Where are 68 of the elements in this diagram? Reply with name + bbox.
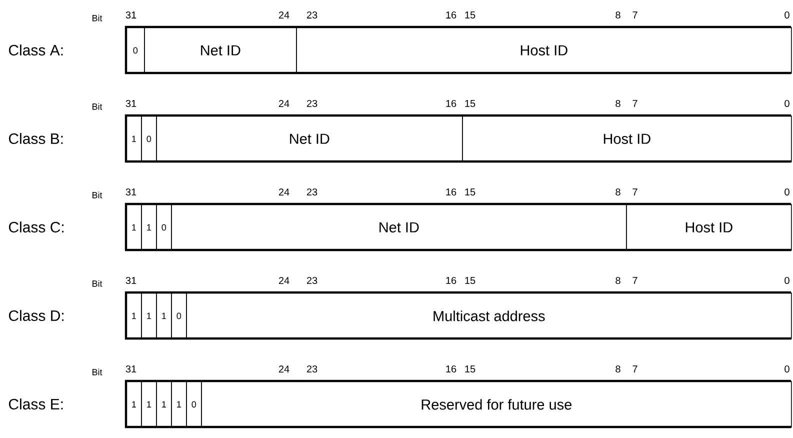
bit-number: 7 bbox=[632, 188, 638, 196]
bit-cell: 0 bbox=[141, 116, 157, 162]
bit-number: 23 bbox=[306, 188, 318, 196]
bit-number: 23 bbox=[306, 11, 318, 19]
bit-cell: 1 bbox=[126, 381, 142, 428]
bit-number: 31 bbox=[126, 100, 136, 108]
field-box: Host ID bbox=[296, 27, 792, 74]
bit-number: 24 bbox=[278, 366, 290, 372]
field-box: Host ID bbox=[462, 116, 792, 162]
bit-cell: 1 bbox=[126, 292, 142, 340]
bit-number: 23 bbox=[306, 365, 318, 373]
bit-cell: 1 bbox=[126, 204, 142, 251]
bit-number: 31 bbox=[126, 365, 136, 373]
bit-cell: 0 bbox=[156, 204, 172, 251]
bit-cell: 1 bbox=[156, 381, 172, 428]
bit-number: 0 bbox=[784, 188, 790, 196]
field-box: Net ID bbox=[144, 27, 297, 74]
bit-number: 24 bbox=[278, 12, 290, 18]
class-label: Class D: bbox=[8, 310, 64, 321]
bit-number: 15 bbox=[465, 366, 476, 372]
bit-number: 8 bbox=[616, 276, 620, 284]
bit-caption: Bit bbox=[92, 103, 102, 110]
bit-number: 31 bbox=[126, 276, 136, 284]
bit-number: 23 bbox=[306, 276, 318, 284]
bit-number: 7 bbox=[632, 366, 638, 372]
bit-cell: 0 bbox=[171, 292, 187, 340]
bit-number: 7 bbox=[632, 100, 638, 107]
bit-number: 24 bbox=[278, 277, 290, 284]
bit-cell: 0 bbox=[126, 27, 145, 74]
bit-number: 15 bbox=[465, 100, 476, 107]
bit-caption: Bit bbox=[92, 192, 102, 198]
bit-number: 0 bbox=[784, 365, 790, 373]
bit-caption: Bit bbox=[92, 280, 102, 287]
bit-number: 31 bbox=[126, 188, 136, 196]
bit-number: 31 bbox=[126, 11, 136, 19]
field-box: Multicast address bbox=[186, 292, 792, 340]
bit-cell: 1 bbox=[171, 381, 187, 428]
bit-caption: Bit bbox=[92, 368, 102, 376]
bit-cell: 1 bbox=[141, 204, 157, 251]
bit-number: 16 bbox=[446, 188, 456, 196]
field-box: Net ID bbox=[171, 204, 627, 251]
bit-number: 15 bbox=[465, 277, 476, 284]
bit-number: 0 bbox=[784, 100, 790, 108]
field-box: Reserved for future use bbox=[201, 381, 792, 428]
class-label: Class B: bbox=[8, 132, 63, 144]
class-label: Class C: bbox=[8, 221, 64, 232]
bit-cell: 1 bbox=[141, 381, 157, 428]
bit-caption: Bit bbox=[92, 14, 102, 22]
bit-cell: 1 bbox=[156, 292, 172, 340]
class-label: Class E: bbox=[8, 398, 63, 410]
bit-number: 23 bbox=[306, 100, 318, 108]
bit-cell: 0 bbox=[186, 381, 202, 428]
bit-number: 16 bbox=[446, 100, 456, 108]
bit-cell: 1 bbox=[126, 116, 142, 162]
field-box: Net ID bbox=[156, 116, 463, 162]
bit-number: 24 bbox=[278, 100, 290, 107]
bit-number: 24 bbox=[278, 188, 290, 196]
class-label: Class A: bbox=[8, 44, 63, 56]
bit-number: 8 bbox=[616, 365, 620, 373]
bit-number: 8 bbox=[616, 100, 620, 108]
bit-cell: 1 bbox=[141, 292, 157, 340]
bit-number: 15 bbox=[465, 188, 476, 196]
bit-number: 7 bbox=[632, 277, 638, 284]
bit-number: 8 bbox=[616, 188, 620, 196]
field-box: Host ID bbox=[626, 204, 792, 251]
bit-number: 16 bbox=[446, 365, 456, 373]
bit-number: 0 bbox=[784, 276, 790, 284]
bit-number: 16 bbox=[446, 276, 456, 284]
